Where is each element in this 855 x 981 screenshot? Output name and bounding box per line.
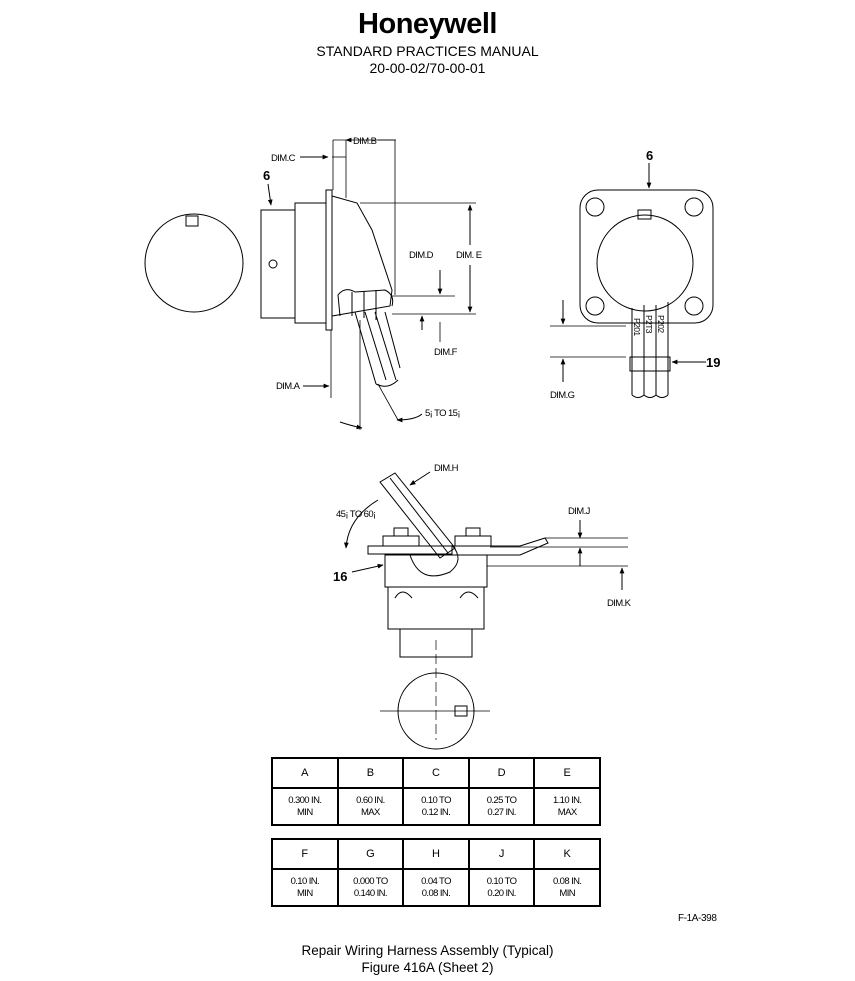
dim-g-label: DIM.G: [550, 390, 575, 401]
col-header-d: D: [467, 757, 536, 789]
value-e: 1.10 IN.MAX: [533, 787, 601, 826]
value-a: 0.300 IN.MIN: [271, 787, 339, 826]
dim-b-label: DIM.B: [353, 136, 377, 147]
manual-title: STANDARD PRACTICES MANUAL: [316, 43, 539, 59]
dim-a-label: DIM.A: [276, 381, 301, 392]
callout-16: 16: [333, 569, 347, 584]
value-f: 0.10 IN.MIN: [271, 868, 339, 907]
dim-e-label: DIM. E: [456, 250, 482, 261]
connector-face-circle: [144, 213, 244, 313]
value-k: 0.08 IN.MIN: [533, 868, 601, 907]
brand-logo: Honeywell: [358, 8, 497, 40]
dim-h-label: DIM.H: [434, 463, 459, 474]
mounting-flange: [579, 189, 714, 324]
wire-label-p202: P202: [656, 315, 666, 333]
angle-5-15-label: 5¡ TO 15¡: [425, 408, 460, 419]
side-view: [144, 137, 476, 430]
dim-j-label: DIM.J: [568, 506, 591, 517]
col-header-h: H: [402, 838, 470, 870]
table-header-row: A B C D E: [271, 757, 601, 789]
col-header-j: J: [467, 838, 536, 870]
figure-caption-title: Repair Wiring Harness Assembly (Typical): [301, 943, 554, 958]
col-header-g: G: [336, 838, 405, 870]
dim-d-label: DIM.D: [409, 250, 434, 261]
figure-caption-number: Figure 416A (Sheet 2): [361, 960, 494, 975]
col-header-a: A: [271, 757, 339, 789]
wire-label-p2t3: P2T3: [644, 315, 654, 334]
col-header-b: B: [336, 757, 405, 789]
angle-45-60-label: 45¡ TO 60¡: [336, 509, 376, 520]
col-header-c: C: [402, 757, 470, 789]
lower-view: [343, 471, 628, 750]
callout-19: 19: [706, 355, 720, 370]
callout-6-front: 6: [646, 148, 653, 163]
dim-c-label: DIM.C: [271, 153, 296, 164]
value-b: 0.60 IN.MAX: [336, 787, 405, 826]
callout-6-side: 6: [263, 168, 270, 183]
col-header-k: K: [533, 838, 601, 870]
wire-label-p201: P201: [632, 318, 642, 336]
front-view: [550, 163, 714, 398]
dim-k-label: DIM.K: [607, 598, 632, 609]
table-header-row: F G H J K: [271, 838, 601, 870]
col-header-f: F: [271, 838, 339, 870]
col-header-e: E: [533, 757, 601, 789]
document-number: 20-00-02/70-00-01: [369, 60, 486, 76]
dimension-table-a-e: A B C D E 0.300 IN.MIN 0.60 IN.MAX 0.10 …: [271, 757, 601, 826]
dim-f-label: DIM.F: [434, 347, 458, 358]
figure-id: F-1A-398: [678, 913, 717, 924]
